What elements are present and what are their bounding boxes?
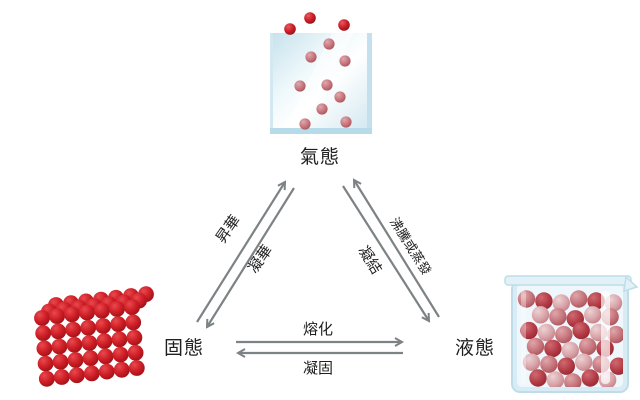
- condensation-arrow: [342, 185, 431, 323]
- solid-label: 固態: [164, 337, 204, 359]
- melting-label: 熔化: [303, 320, 333, 338]
- freezing-label: 凝固: [303, 359, 333, 377]
- boiling-arrow: [352, 178, 440, 318]
- solid-node: 固態: [34, 286, 204, 387]
- condensation-label: 凝結: [354, 243, 385, 278]
- liquid-label: 液態: [455, 337, 495, 359]
- sublimation-label: 昇華: [212, 212, 244, 247]
- gas-node: 氣態: [270, 12, 372, 168]
- deposition-label: 凝華: [244, 242, 276, 277]
- transition-arrows: 昇華 凝華 沸騰或蒸發 凝結 熔化 凝固: [196, 178, 440, 377]
- sublimation-arrow: [196, 180, 287, 323]
- liquid-node: 液態: [455, 275, 639, 393]
- gas-container-icon: [270, 33, 372, 134]
- beaker-icon: [504, 275, 639, 393]
- solid-particles-icon: [34, 286, 154, 387]
- liquid-particles-icon: [517, 290, 623, 387]
- gas-particles-icon: [284, 12, 352, 130]
- deposition-arrow: [205, 187, 295, 329]
- gas-label: 氣態: [300, 146, 340, 168]
